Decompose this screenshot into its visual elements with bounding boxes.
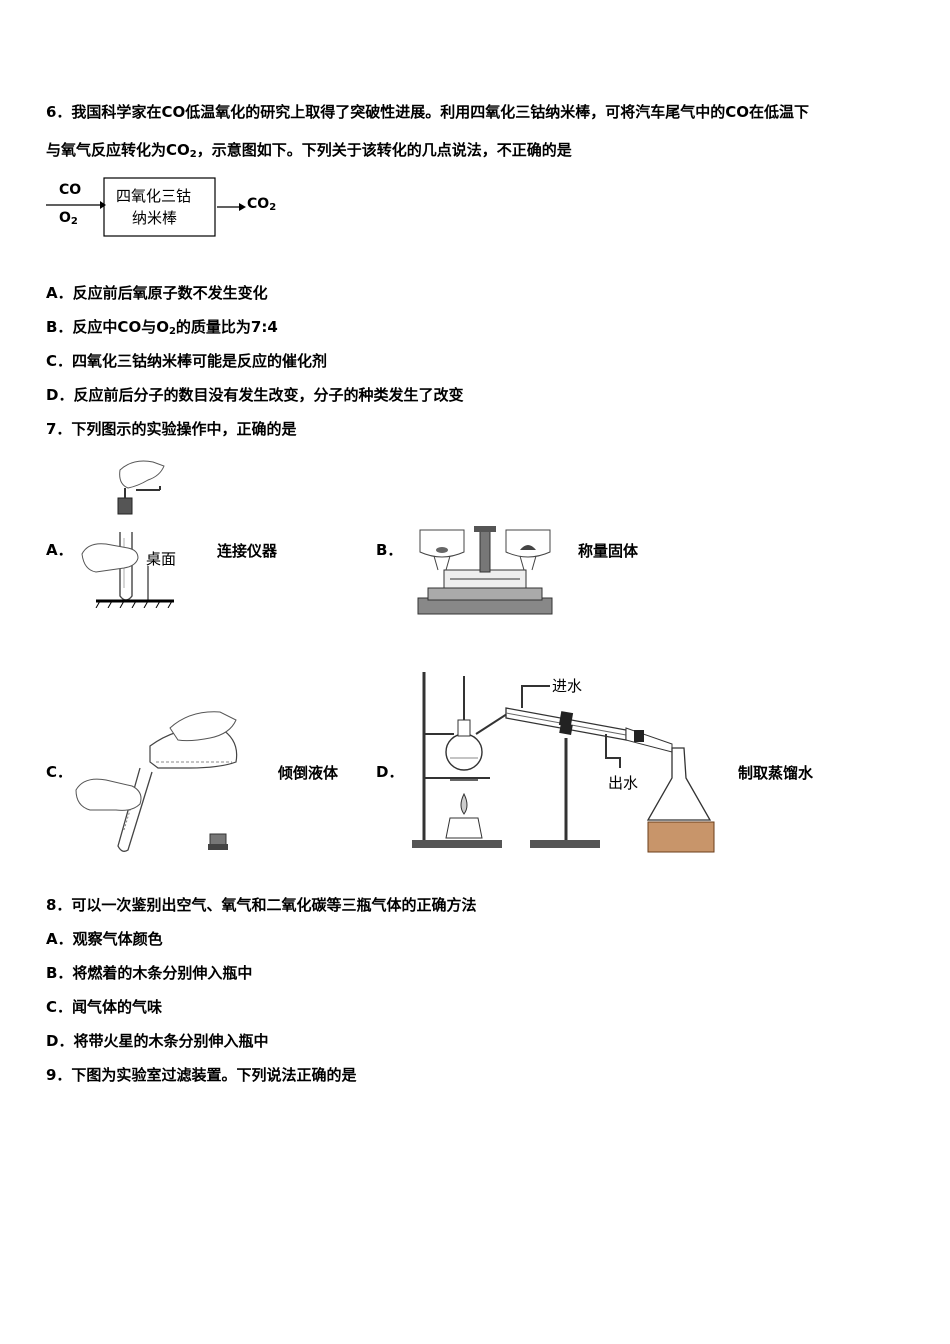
catalyst-label-2: 纳米棒 bbox=[132, 209, 178, 227]
water-in-label: 进水 bbox=[552, 677, 583, 695]
q8-option-a: A．观察气体颜色 bbox=[46, 930, 163, 948]
alcohol-lamp bbox=[445, 817, 483, 839]
table-label: 桌面 bbox=[146, 550, 177, 568]
q6-stem-line2: 与氧气反应转化为CO2，示意图如下。下列关于该转化的几点说法，不正确的是 bbox=[46, 141, 572, 160]
q8-option-b: B．将燃着的木条分别伸入瓶中 bbox=[46, 964, 253, 982]
water-in-tube bbox=[521, 685, 550, 708]
q6-option-b: B．反应中CO与O2的质量比为7:4 bbox=[46, 318, 278, 337]
q6-reaction-diagram: CO O2 四氧化三钴 纳米棒 CO2 bbox=[46, 176, 286, 238]
output-arrowhead bbox=[239, 203, 246, 211]
q7-d-caption: 制取蒸馏水 bbox=[738, 764, 814, 782]
catalyst-box bbox=[103, 177, 216, 237]
balance-pillar bbox=[479, 529, 491, 573]
water-out-tube bbox=[605, 734, 621, 768]
q7-b-letter: B． bbox=[376, 541, 403, 559]
q7-d-letter: D． bbox=[376, 763, 404, 781]
upper-hand bbox=[169, 711, 237, 742]
weight bbox=[436, 547, 448, 553]
q8-option-d: D．将带火星的木条分别伸入瓶中 bbox=[46, 1032, 269, 1050]
q8-stem: 8．可以一次鉴别出空气、氧气和二氧化碳等三瓶气体的正确方法 bbox=[46, 896, 477, 914]
upper-hand bbox=[119, 460, 165, 489]
lower-hand bbox=[81, 543, 139, 573]
q7-c-caption: 倾倒液体 bbox=[278, 764, 339, 782]
distilling-flask bbox=[445, 733, 483, 771]
input-arrowhead bbox=[100, 201, 106, 209]
q7-b-illustration bbox=[414, 522, 556, 618]
q7-stem: 7．下列图示的实验操作中，正确的是 bbox=[46, 420, 297, 438]
reactant-co: CO bbox=[59, 182, 82, 198]
q7-d-illustration: 进水 出水 bbox=[410, 668, 716, 856]
solid-sample bbox=[520, 545, 536, 550]
catalyst-label-1: 四氧化三钴 bbox=[116, 187, 192, 205]
q7-b-caption: 称量固体 bbox=[578, 542, 639, 560]
q7-c-illustration bbox=[70, 706, 250, 856]
lower-hand bbox=[75, 778, 142, 811]
receiving-flask bbox=[646, 747, 712, 821]
stand-base-left bbox=[412, 840, 502, 848]
q7-c-letter: C． bbox=[46, 763, 73, 781]
reactant-o2: O2 bbox=[59, 210, 78, 227]
left-pan bbox=[419, 529, 465, 558]
tilted-test-tube bbox=[117, 767, 153, 852]
rubber-stopper bbox=[117, 497, 133, 515]
q6-option-c: C．四氧化三钴纳米棒可能是反应的催化剂 bbox=[46, 352, 328, 370]
wooden-block bbox=[647, 821, 715, 853]
q7-a-caption: 连接仪器 bbox=[217, 542, 278, 560]
q9-stem: 9．下图为实验室过滤装置。下列说法正确的是 bbox=[46, 1066, 357, 1084]
q8-option-c: C．闻气体的气味 bbox=[46, 998, 163, 1016]
q7-a-letter: A． bbox=[46, 541, 73, 559]
q6-option-d: D．反应前后分子的数目没有发生改变，分子的种类发生了改变 bbox=[46, 386, 464, 404]
q6-option-a: A．反应前后氧原子数不发生变化 bbox=[46, 284, 268, 302]
product-co2: CO2 bbox=[247, 196, 277, 213]
right-pan bbox=[505, 529, 551, 558]
q7-a-illustration: 桌面 bbox=[78, 458, 183, 609]
water-out-label: 出水 bbox=[608, 774, 639, 792]
q6-stem-line1: 6．我国科学家在CO低温氧化的研究上取得了突破性进展。利用四氧化三钴纳米棒，可将… bbox=[46, 103, 809, 121]
